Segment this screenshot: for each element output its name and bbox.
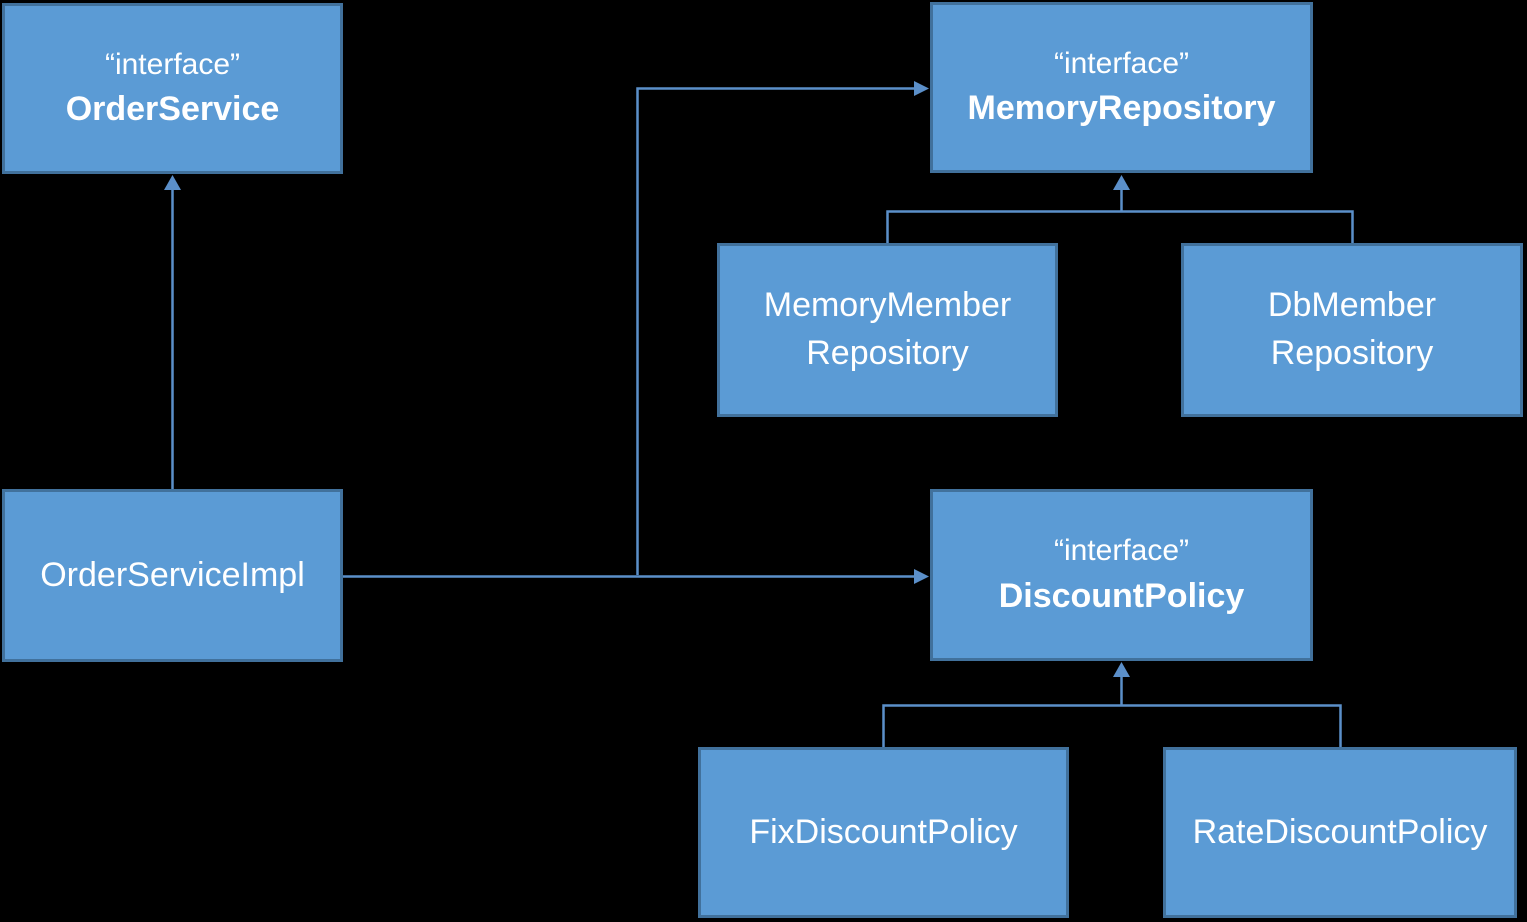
node-rate-discount-policy: RateDiscountPolicy (1163, 747, 1517, 918)
node-label: DbMember Repository (1267, 286, 1437, 372)
arrow-orderserviceimpl-to-orderservice (164, 175, 181, 489)
node-label: RateDiscountPolicy (1192, 812, 1488, 851)
node-memory-member-repository: MemoryMember Repository (717, 243, 1058, 417)
stereotype-label: “interface” (104, 47, 241, 81)
tree-policies-to-discountpolicy (882, 662, 1342, 747)
stereotype-label: “interface” (1053, 46, 1190, 80)
arrow-orderserviceimpl-to-discountpolicy (343, 569, 929, 584)
node-discount-policy: “interface” DiscountPolicy (930, 489, 1313, 661)
node-label: OrderServiceImpl (40, 555, 305, 594)
node-db-member-repository: DbMember Repository (1181, 243, 1523, 417)
node-memory-repository: “interface” MemoryRepository (930, 2, 1313, 173)
node-fix-discount-policy: FixDiscountPolicy (698, 747, 1069, 918)
tree-repositories-to-memoryrepository (886, 175, 1354, 243)
node-order-service-impl: OrderServiceImpl (2, 489, 343, 662)
node-label: OrderService (65, 90, 280, 129)
node-label: DiscountPolicy (998, 576, 1245, 615)
node-label: MemoryMember Repository (763, 286, 1012, 372)
node-label: FixDiscountPolicy (749, 812, 1018, 851)
arrow-orderserviceimpl-to-memoryrepository (636, 81, 929, 575)
node-order-service: “interface” OrderService (2, 3, 343, 174)
node-label: MemoryRepository (967, 89, 1276, 128)
stereotype-label: “interface” (1053, 534, 1190, 568)
